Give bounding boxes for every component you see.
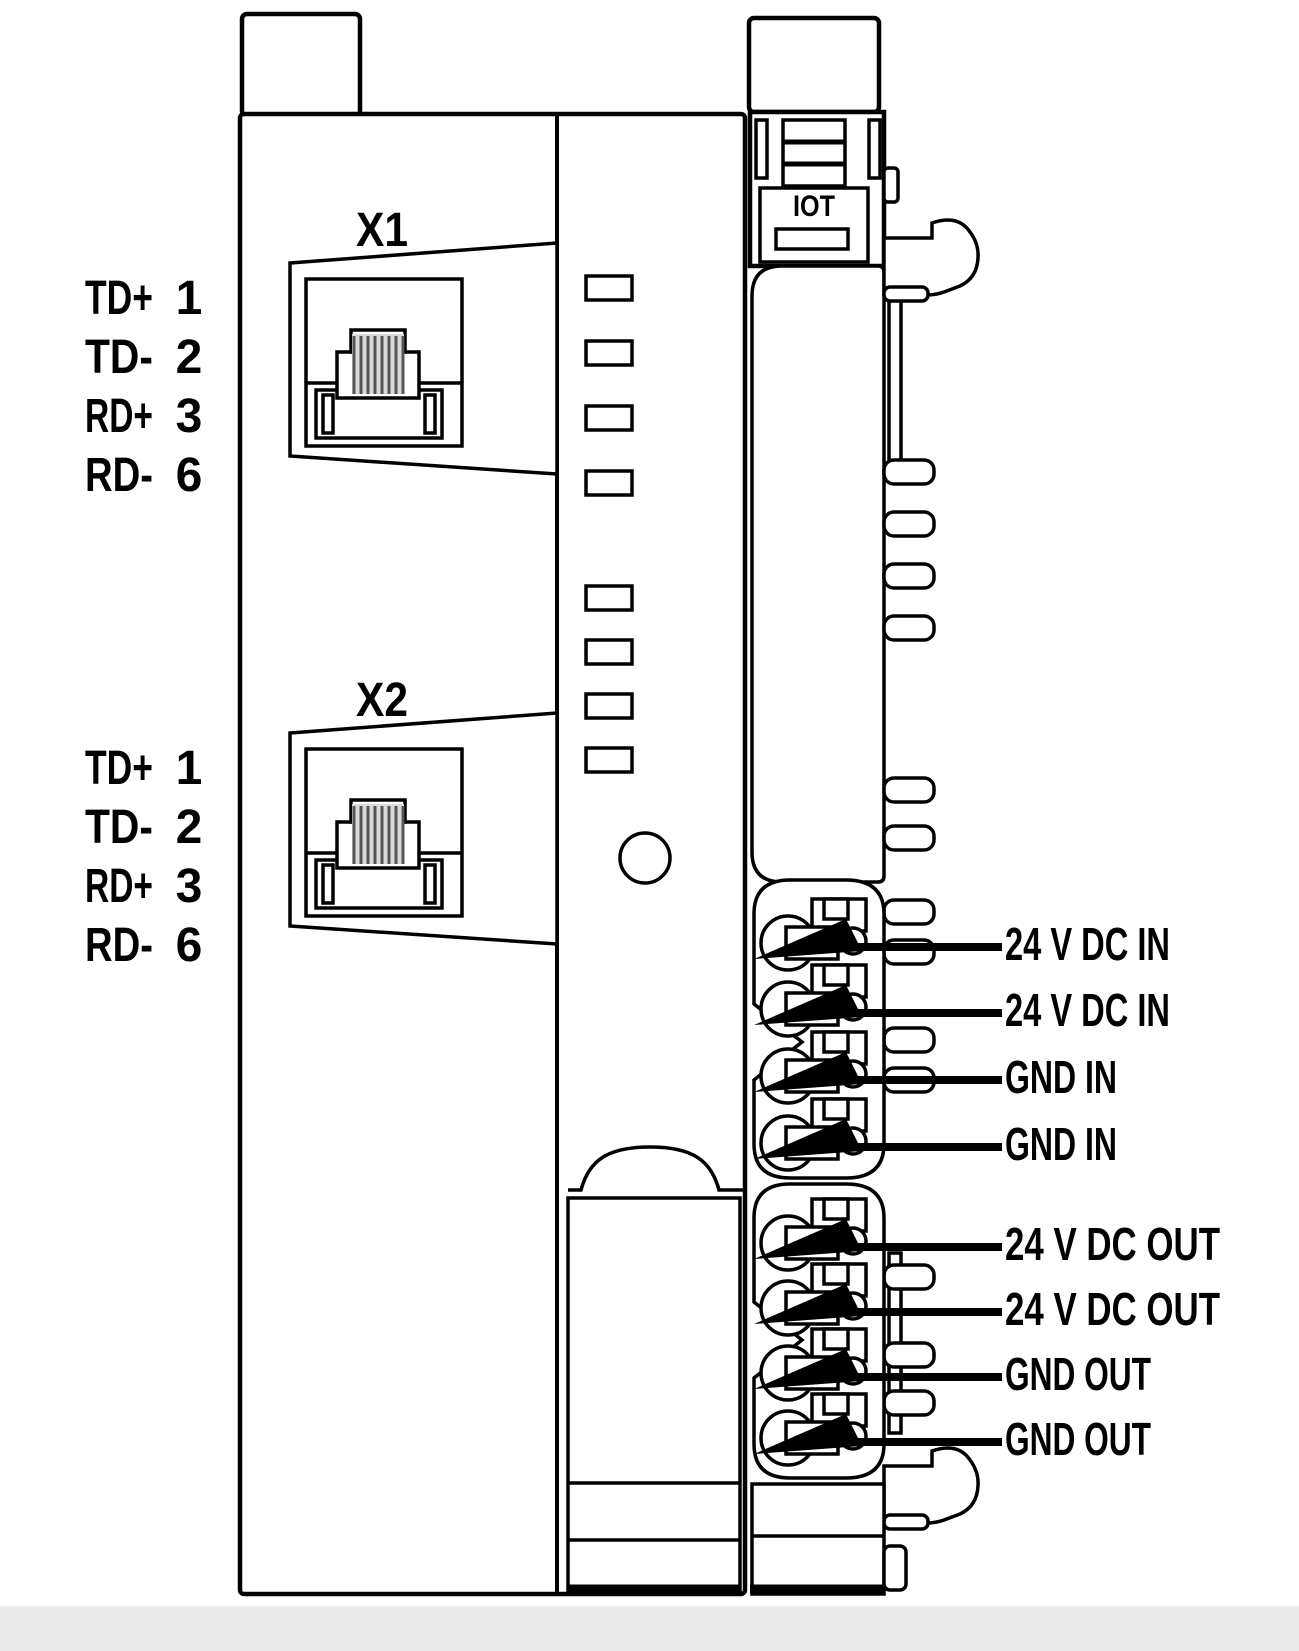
bus-contact-icon bbox=[882, 1263, 936, 1291]
pin-number: 6 bbox=[176, 449, 203, 502]
terminal-label: GND OUT bbox=[1005, 1348, 1151, 1400]
pin-name: RD+ bbox=[85, 860, 153, 913]
pin-number: 1 bbox=[176, 742, 203, 795]
latch-post bbox=[754, 118, 769, 180]
release-latch-icon bbox=[781, 118, 847, 188]
pin-name: TD+ bbox=[85, 742, 153, 795]
bus-contact-icon bbox=[882, 898, 936, 926]
led-strip bbox=[584, 274, 672, 885]
pin-name: RD- bbox=[85, 919, 153, 972]
terminal-label: GND IN bbox=[1005, 1051, 1117, 1103]
led-indicator bbox=[584, 274, 634, 302]
pin-number: 2 bbox=[176, 331, 203, 384]
bus-contact-icon bbox=[882, 1341, 936, 1369]
thumb-arch-cutout bbox=[568, 1145, 745, 1192]
bus-contact-icon bbox=[882, 824, 936, 852]
pin-number: 3 bbox=[176, 860, 203, 913]
pin-number: 2 bbox=[176, 801, 203, 854]
terminal-label: GND IN bbox=[1005, 1118, 1117, 1170]
footer-band bbox=[0, 1606, 1299, 1651]
led-indicator bbox=[584, 339, 634, 367]
led-indicator bbox=[584, 404, 634, 432]
terminal-labels: 24 V DC IN 24 V DC IN GND IN GND IN 24 V… bbox=[1005, 918, 1220, 1465]
terminal-label: GND OUT bbox=[1005, 1413, 1151, 1465]
side-tab bbox=[882, 166, 900, 204]
led-indicator bbox=[584, 638, 634, 666]
bus-contacts bbox=[882, 458, 936, 1417]
card-slot-section bbox=[566, 1145, 745, 1596]
rj45-socket-icon bbox=[288, 711, 559, 946]
led-indicator bbox=[584, 584, 634, 612]
led-indicator bbox=[584, 469, 634, 497]
pin-number: 3 bbox=[176, 390, 203, 443]
pin-number: 6 bbox=[176, 919, 203, 972]
x2-pin-table: TD+ 1 TD- 2 RD+ 3 RD- 6 bbox=[85, 742, 202, 972]
pin-name: RD+ bbox=[85, 390, 153, 443]
terminal-label: 24 V DC OUT bbox=[1005, 1283, 1220, 1335]
module-nameplate: IOT bbox=[758, 186, 870, 264]
x1-pin-table: TD+ 1 TD- 2 RD+ 3 RD- 6 bbox=[85, 272, 202, 502]
terminal-label: 24 V DC OUT bbox=[1005, 1218, 1220, 1270]
din-rail-clip-top bbox=[882, 218, 980, 303]
side-tab bbox=[882, 1544, 908, 1592]
latch-post bbox=[867, 118, 882, 180]
terminal-label: 24 V DC IN bbox=[1005, 918, 1170, 970]
bus-contact-icon bbox=[882, 1389, 936, 1417]
bus-contact-icon bbox=[882, 614, 936, 642]
bus-contact-icon bbox=[882, 1026, 936, 1054]
bus-contact-icon bbox=[882, 776, 936, 804]
bus-contact-icon bbox=[882, 510, 936, 538]
led-indicator bbox=[584, 692, 634, 720]
top-tab-left bbox=[239, 11, 363, 119]
module-face-panel bbox=[750, 264, 886, 884]
card-cover-panel bbox=[566, 1196, 742, 1596]
bus-contact-icon bbox=[882, 458, 936, 486]
x1-port-label: X1 bbox=[356, 204, 408, 257]
pin-name: TD- bbox=[85, 331, 153, 384]
nameplate-window bbox=[774, 227, 850, 251]
bus-contact-icon bbox=[882, 562, 936, 590]
led-indicator bbox=[584, 746, 634, 774]
iot-module: IOT bbox=[746, 15, 1002, 1596]
din-rail-clip-bottom bbox=[882, 1446, 980, 1531]
top-tab-right bbox=[746, 15, 882, 115]
x1-port: X1 bbox=[288, 204, 559, 476]
rj45-socket-icon bbox=[288, 241, 559, 476]
module-label: IOT bbox=[793, 190, 835, 223]
x2-port-label: X2 bbox=[356, 674, 408, 727]
pin-name: TD- bbox=[85, 801, 153, 854]
module-bottom bbox=[750, 1482, 886, 1596]
pin-number: 1 bbox=[176, 272, 203, 325]
pin-name: TD+ bbox=[85, 272, 153, 325]
pin-name: RD- bbox=[85, 449, 153, 502]
x2-port: X2 bbox=[288, 674, 559, 946]
reset-button-icon bbox=[618, 831, 672, 885]
backplane-bar bbox=[887, 296, 903, 470]
terminal-label: 24 V DC IN bbox=[1005, 984, 1170, 1036]
